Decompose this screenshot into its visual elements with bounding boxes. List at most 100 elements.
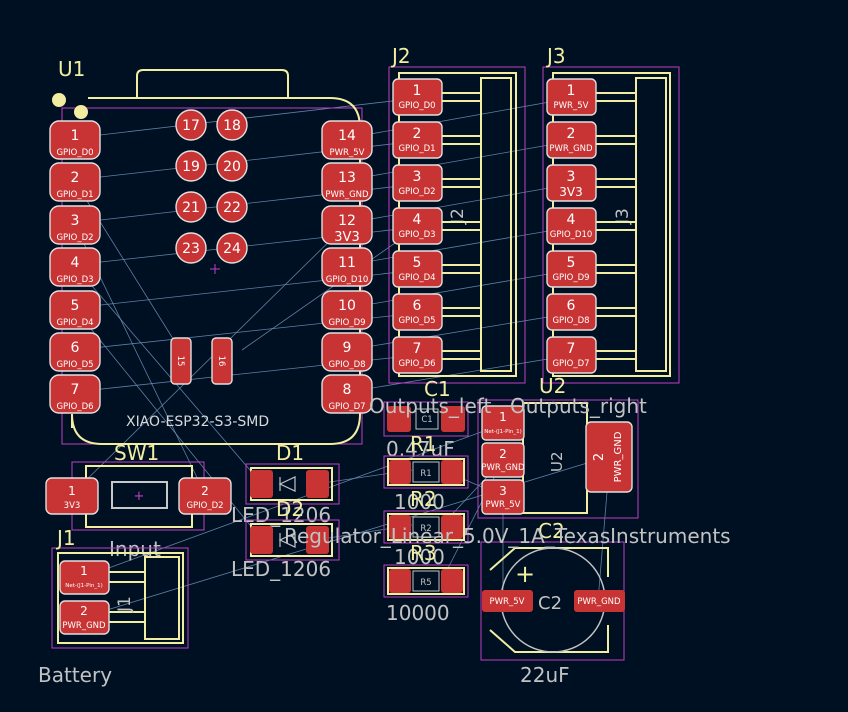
r3-value: 10000 (386, 601, 450, 625)
u1-pad[interactable]: 21 (175, 191, 207, 223)
pad-number: 12 (338, 213, 356, 229)
d2-value: LED_1206 (231, 557, 331, 581)
svg-text:+: + (134, 489, 145, 504)
j2-value: Outputs_left (369, 394, 491, 418)
pad-net: GPIO_D1 (398, 144, 435, 154)
u1-value: XIAO-ESP32-S3-SMD (126, 414, 269, 430)
u1-pad[interactable]: 20 (216, 150, 248, 182)
pad-number: 21 (182, 200, 200, 216)
pad-number: 7 (567, 341, 576, 357)
pad-net: PWR_GND (481, 463, 525, 473)
j3-reference: J3 (545, 44, 566, 68)
pad-net: Net-(J1-Pin_1) (484, 429, 522, 435)
u1-pad[interactable]: 23 (175, 232, 207, 264)
pad-number: 5 (413, 255, 422, 271)
pad-net: PWR_GND (613, 431, 624, 482)
pad-number: 7 (71, 382, 80, 398)
pad-number: 24 (223, 241, 241, 257)
pad-number: 1 (80, 564, 88, 578)
pad-number: 3 (567, 169, 576, 185)
pad-net: GPIO_D10 (550, 230, 593, 240)
u1-pad[interactable]: 18 (216, 109, 248, 141)
c2-pad[interactable]: PWR_5V (482, 590, 533, 612)
r3-footprint[interactable]: R5 R3 10000 (383, 541, 469, 625)
r1-footprint[interactable]: R1 R1 1000 (383, 432, 469, 514)
pad-net: PWR_GND (325, 190, 369, 200)
pad-number: 8 (343, 382, 352, 398)
c2-footprint[interactable]: + C2 C2 22uF PWR_5V PWR_GND (480, 519, 625, 687)
c2-pad[interactable]: PWR_GND (574, 590, 625, 612)
pad-number: 5 (71, 298, 80, 314)
pad-number: 3 (413, 169, 422, 185)
u1-pin1-marker-secondary (74, 105, 88, 119)
j3-header-body (635, 77, 667, 372)
j2-reference: J2 (390, 44, 411, 68)
u1-reference: U1 (58, 57, 85, 81)
r1-courtyard (383, 455, 469, 489)
pad-net: PWR_5V (554, 101, 589, 111)
pad-number: 4 (413, 212, 422, 228)
u1-usb-outline (136, 69, 289, 98)
d2-reference: D2 (276, 497, 304, 521)
c1-footprint[interactable]: C1 C1 0.47uF (383, 377, 469, 461)
pad-number: 17 (182, 118, 200, 134)
u1-pad[interactable]: 19 (175, 150, 207, 182)
u1-pad[interactable]: 22 (216, 191, 248, 223)
u1-courtyard (61, 107, 363, 445)
pad-net: GPIO_D4 (56, 318, 93, 328)
pad-number: 9 (343, 340, 352, 356)
u1-pad[interactable]: 24 (216, 232, 248, 264)
c2-value: 22uF (520, 663, 570, 687)
j2-header-body (480, 77, 512, 372)
u1-pad[interactable]: 16 (211, 337, 233, 385)
u1-pad[interactable]: 15 (170, 337, 192, 385)
u1-pad[interactable]: 17 (175, 109, 207, 141)
d2-footprint[interactable]: D2 LED_1206 (231, 497, 340, 581)
